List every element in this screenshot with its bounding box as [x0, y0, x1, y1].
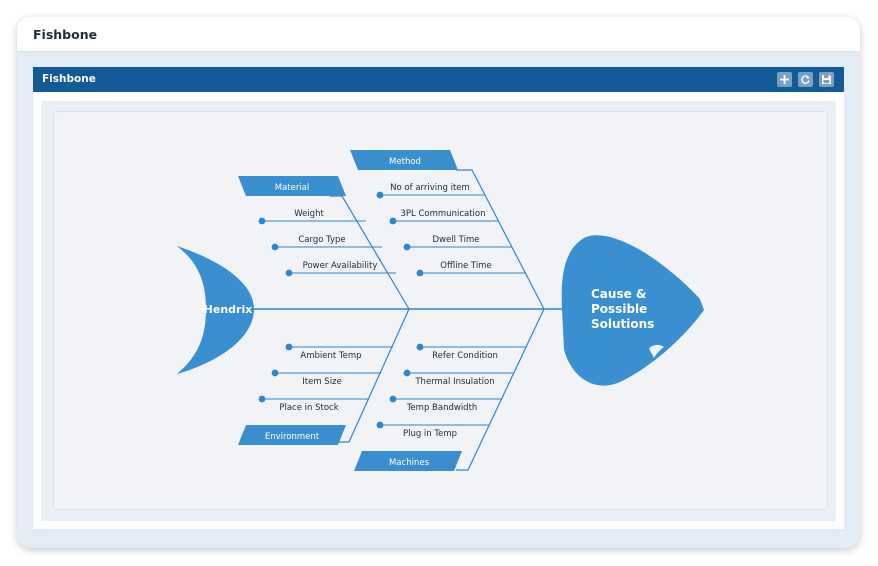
- cause-no-of-arriving-item-label: No of arriving item: [390, 183, 470, 193]
- cause-temp-bandwidth-label: Temp Bandwidth: [406, 403, 478, 413]
- diagram-canvas: Hendrix Cause & Possible Solutions: [53, 111, 828, 510]
- add-icon: [780, 75, 789, 84]
- cause-ambient-temp-label: Ambient Temp: [300, 351, 361, 361]
- add-button[interactable]: [777, 72, 792, 87]
- panel-header: Fishbone: [33, 67, 844, 92]
- cause-refer-condition-label: Refer Condition: [432, 351, 498, 361]
- app-window: Fishbone Fishbone: [17, 17, 860, 548]
- panel-body: Hendrix Cause & Possible Solutions: [41, 101, 836, 521]
- page-title: Fishbone: [33, 27, 98, 42]
- category-environment: Environment: [238, 425, 346, 445]
- cause-plug-in-temp: Plug in Temp: [376, 421, 489, 439]
- page-header: Fishbone: [17, 17, 860, 52]
- cause-3pl-communication-label: 3PL Communication: [401, 209, 486, 219]
- refresh-icon: [801, 75, 810, 84]
- cause-power-availability: Power Availability: [285, 261, 396, 277]
- category-method-label: Method: [389, 157, 421, 167]
- cause-cargo-type-label: Cargo Type: [298, 235, 345, 245]
- category-material-label: Material: [275, 183, 310, 193]
- fishbone-diagram: Hendrix Cause & Possible Solutions: [177, 150, 704, 471]
- refresh-button[interactable]: [798, 72, 813, 87]
- head-label-line-1: Cause &: [591, 287, 646, 301]
- cause-3pl-communication: 3PL Communication: [389, 209, 498, 225]
- cause-dwell-time: Dwell Time: [403, 235, 512, 251]
- category-method: Method: [350, 150, 458, 170]
- cause-offline-time: Offline Time: [416, 261, 526, 277]
- category-material: Material: [238, 176, 346, 196]
- cause-weight: Weight: [258, 209, 366, 225]
- category-machines-label: Machines: [389, 458, 430, 468]
- cause-temp-bandwidth: Temp Bandwidth: [389, 395, 501, 413]
- fish-eye: [649, 344, 664, 358]
- cause-item-size-label: Item Size: [302, 377, 342, 387]
- cause-item-size: Item Size: [271, 369, 381, 387]
- environment-bone: [339, 308, 410, 443]
- tail-label: Hendrix: [204, 303, 253, 316]
- category-environment-label: Environment: [265, 432, 320, 442]
- cause-weight-label: Weight: [294, 209, 324, 219]
- cause-thermal-insulation: Thermal Insulation: [403, 369, 514, 387]
- cause-dwell-time-label: Dwell Time: [433, 235, 480, 245]
- cause-thermal-insulation-label: Thermal Insulation: [414, 377, 494, 387]
- panel-title: Fishbone: [42, 73, 96, 85]
- save-button[interactable]: [819, 72, 834, 87]
- cause-power-availability-label: Power Availability: [303, 261, 378, 271]
- cause-offline-time-label: Offline Time: [440, 261, 491, 271]
- category-machines: Machines: [354, 451, 462, 471]
- save-icon: [822, 75, 831, 84]
- cause-plug-in-temp-label: Plug in Temp: [403, 429, 457, 439]
- cause-cargo-type: Cargo Type: [271, 235, 382, 251]
- fishbone-panel: Fishbone: [33, 67, 844, 529]
- cause-no-of-arriving-item: No of arriving item: [376, 183, 485, 199]
- cause-ambient-temp: Ambient Temp: [285, 343, 393, 361]
- cause-refer-condition: Refer Condition: [416, 343, 526, 361]
- cause-place-in-stock-label: Place in Stock: [279, 403, 338, 413]
- material-bone: [330, 195, 410, 310]
- head-label-line-2: Possible: [591, 302, 647, 316]
- machines-bone: [456, 308, 545, 471]
- fish-head: [561, 235, 704, 386]
- method-bone: [456, 169, 545, 310]
- fish-tail-fill: [177, 246, 254, 374]
- cause-place-in-stock: Place in Stock: [258, 395, 369, 413]
- head-label-line-3: Solutions: [591, 317, 654, 331]
